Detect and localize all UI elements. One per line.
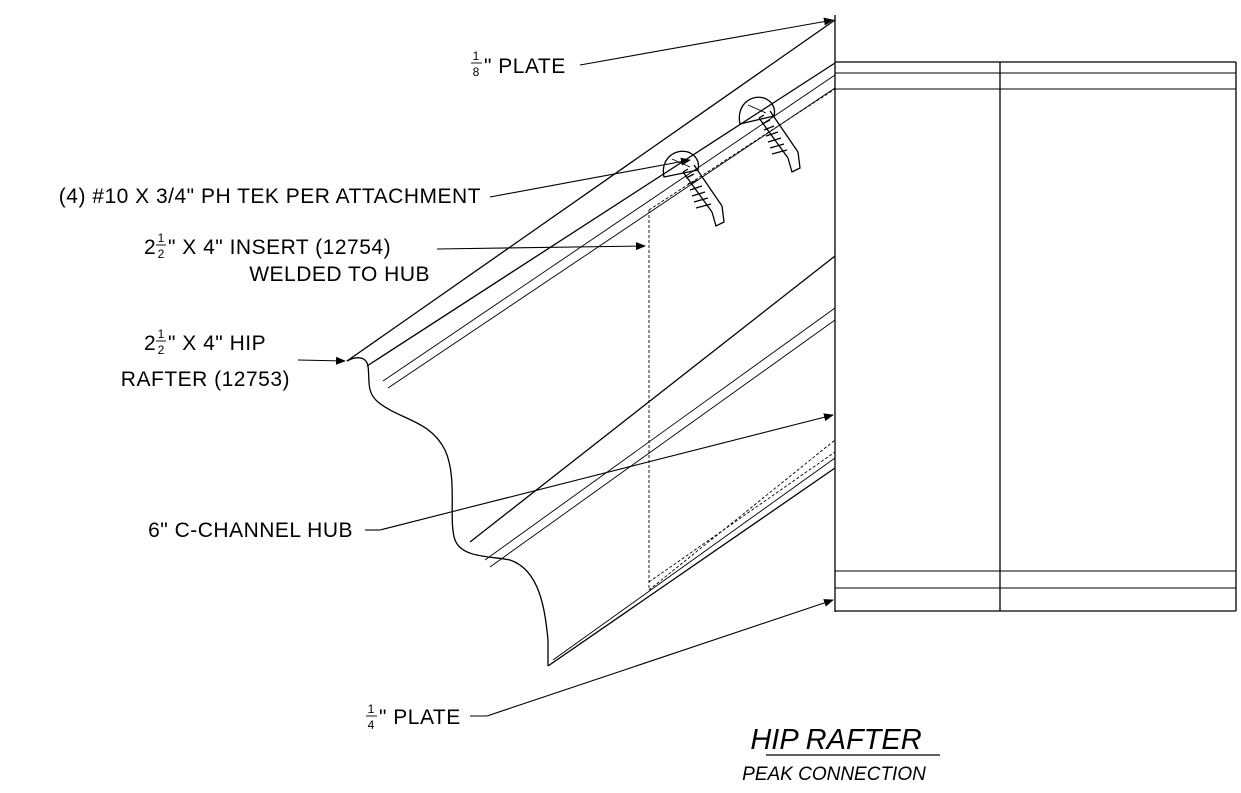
leader-lines <box>297 17 834 717</box>
tek-screw-2 <box>738 96 801 173</box>
rafter-frac-num: 1 <box>158 327 165 341</box>
insert-line2: WELDED TO HUB <box>249 263 430 286</box>
tek-screw-1 <box>662 150 725 227</box>
insert-line1: " X 4" INSERT (12754) <box>168 236 391 259</box>
insert-frac-den: 2 <box>158 247 165 261</box>
insert-hidden-lines <box>648 88 836 591</box>
drawing-title: HIP RAFTER PEAK CONNECTION <box>742 724 940 785</box>
rafter-frac-den: 2 <box>158 343 165 357</box>
top-plate-text: " PLATE <box>484 55 566 78</box>
bottom-plate-frac-den: 4 <box>368 718 375 732</box>
label-bottom-plate: 1 4 " PLATE <box>366 702 461 732</box>
label-rafter: 2 1 2 " X 4" HIP RAFTER (12753) <box>121 327 290 391</box>
rafter-line2: RAFTER (12753) <box>121 368 290 391</box>
title-main: HIP RAFTER <box>750 724 921 756</box>
label-screws: (4) #10 X 3/4" PH TEK PER ATTACHMENT <box>59 185 481 208</box>
top-plate-frac-num: 1 <box>473 49 480 63</box>
label-hub: 6" C-CHANNEL HUB <box>148 519 353 542</box>
c-channel-hub <box>834 15 1237 612</box>
insert-prefix: 2 <box>144 236 156 259</box>
bottom-plate-text: " PLATE <box>379 706 461 729</box>
label-top-plate: 1 8 " PLATE <box>471 49 566 79</box>
top-plate-frac-den: 8 <box>473 65 480 79</box>
rafter-line1: " X 4" HIP <box>168 332 266 355</box>
bottom-plate-frac-num: 1 <box>368 702 375 716</box>
insert-frac-num: 1 <box>158 231 165 245</box>
rafter-prefix: 2 <box>144 332 156 355</box>
label-insert: 2 1 2 " X 4" INSERT (12754) WELDED TO HU… <box>144 231 430 286</box>
title-sub: PEAK CONNECTION <box>742 764 926 785</box>
